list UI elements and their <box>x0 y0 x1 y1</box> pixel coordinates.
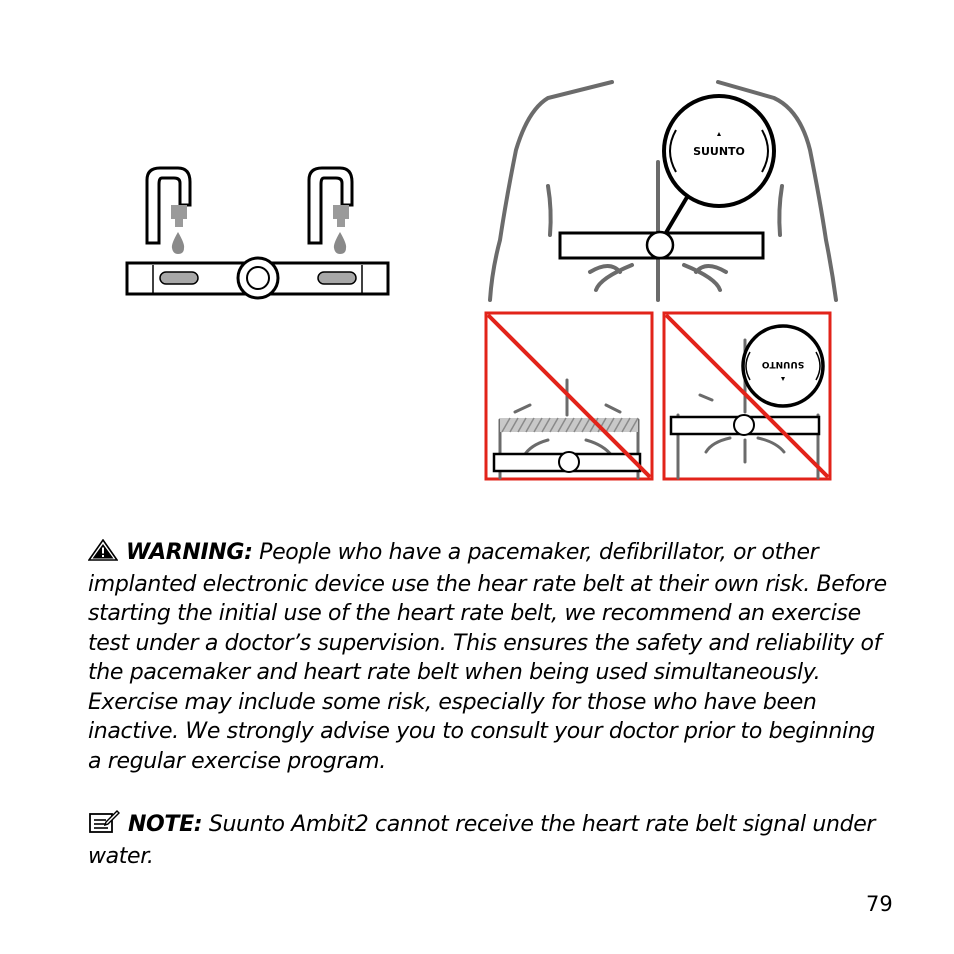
water-dropper-left <box>145 166 192 254</box>
note-paragraph: NOTE: Suunto Ambit2 cannot receive the h… <box>88 809 888 871</box>
wrong-position-upside-down: SUUNTO <box>662 311 832 481</box>
note-pencil-icon <box>88 809 120 842</box>
page-number: 79 <box>866 892 893 916</box>
note-text: Suunto Ambit2 cannot receive the heart r… <box>88 812 876 869</box>
belt-moistening-diagram <box>125 166 390 300</box>
note-label: NOTE: <box>128 812 203 837</box>
warning-triangle-icon <box>87 538 119 570</box>
belt-on-chest <box>558 230 765 260</box>
torso-correct-position: SUUNTO <box>488 80 838 302</box>
wrong-position-too-low <box>484 311 654 481</box>
brand-logo: SUUNTO <box>693 145 745 158</box>
warning-text: People who have a pacemaker, defibrillat… <box>88 540 887 774</box>
heart-rate-belt-illustration: SUUNTO <box>125 80 838 481</box>
brand-logo-upside-down: SUUNTO <box>761 359 804 369</box>
warning-label: WARNING: <box>126 540 253 565</box>
magnified-transmitter: SUUNTO <box>662 94 776 208</box>
water-dropper-right <box>307 166 354 254</box>
belt-flat <box>125 256 390 300</box>
warning-paragraph: WARNING: People who have a pacemaker, de… <box>87 538 888 776</box>
